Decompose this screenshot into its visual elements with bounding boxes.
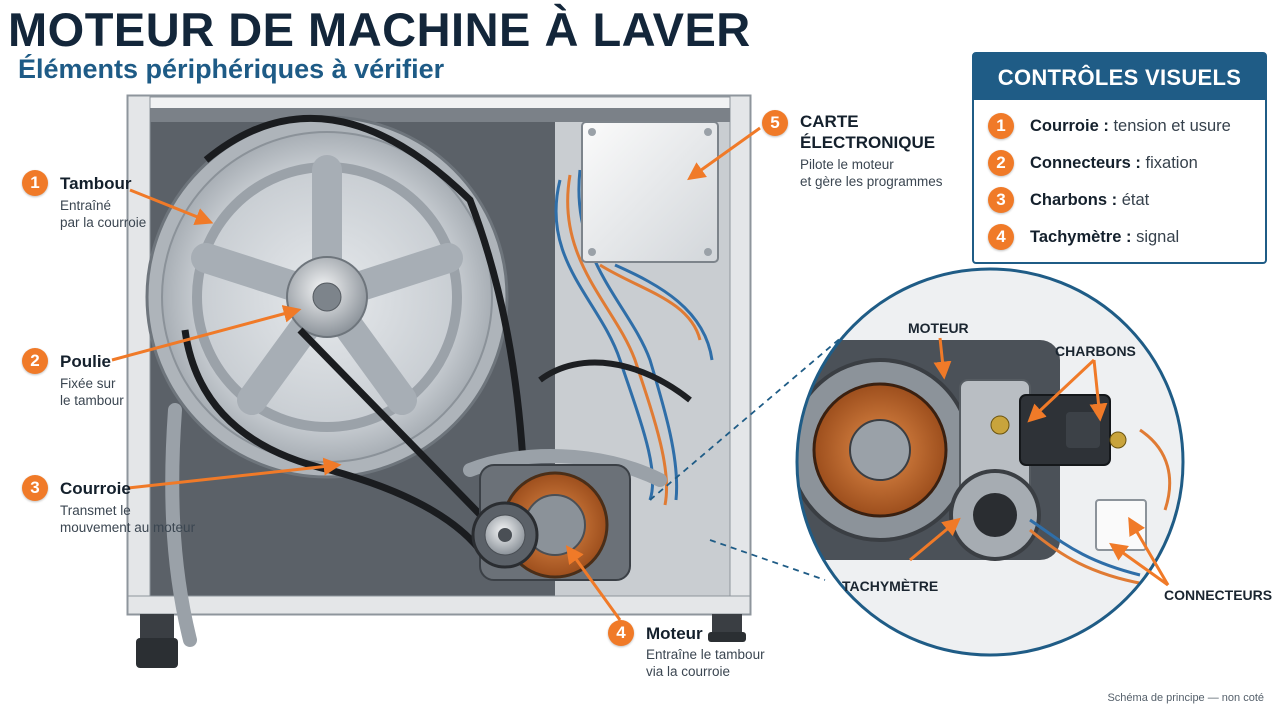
panel-row-value: tension et usure [1113, 116, 1231, 135]
callout-title-carte-2: ÉLECTRONIQUE [800, 133, 936, 152]
zoom-label-moteur: MOTEUR [908, 320, 969, 336]
zoom-connector [649, 329, 851, 581]
visual-checks-panel: CONTRÔLES VISUELS 1 Courroie : tension e… [972, 52, 1267, 264]
motor-closeup [797, 269, 1183, 655]
panel-badge-4: 4 [988, 224, 1014, 250]
drum [145, 115, 509, 479]
callout-badge-2: 2 [22, 348, 48, 374]
electronic-board [581, 121, 719, 263]
callout-desc-carte-1: Pilote le moteur [800, 157, 894, 172]
panel-row-key: Tachymètre : [1030, 227, 1132, 246]
panel-badge-3: 3 [988, 187, 1014, 213]
callout-title-courroie: Courroie [60, 479, 131, 498]
callout-badge-5: 5 [762, 110, 788, 136]
zoom-label-charbons: CHARBONS [1055, 343, 1136, 359]
callout-badge-3: 3 [22, 475, 48, 501]
panel-row-value: état [1121, 190, 1150, 209]
hoses [165, 403, 667, 647]
callout-badge-1: 1 [22, 170, 48, 196]
callout-title-moteur: Moteur [646, 624, 703, 643]
panel-heading: CONTRÔLES VISUELS [974, 54, 1265, 100]
callout-desc-moteur-2: via la courroie [646, 664, 731, 679]
panel-badge-2: 2 [988, 150, 1014, 176]
callout-title-carte-1: CARTE [800, 112, 859, 131]
zoom-label-connecteurs: CONNECTEURS [1164, 587, 1273, 603]
callout-title-tambour: Tambour [60, 174, 132, 193]
callout-desc-tambour-2: par la courroie [60, 215, 147, 230]
callout-desc-courroie-1: Transmet le [60, 503, 131, 518]
panel-row-key: Courroie : [1030, 116, 1109, 135]
panel-row-value: signal [1136, 227, 1180, 246]
panel-row-key: Charbons : [1030, 190, 1118, 209]
callout-title-poulie: Poulie [60, 352, 112, 371]
panel-badge-1: 1 [988, 113, 1014, 139]
callout-arrows [111, 126, 1170, 621]
page-title: MOTEUR DE MACHINE À LAVER [8, 3, 751, 56]
callout-desc-courroie-2: mouvement au moteur [60, 520, 196, 535]
page-subtitle: Éléments périphériques à vérifier [18, 54, 445, 84]
motor [471, 464, 631, 581]
callout-desc-poulie-1: Fixée sur [60, 376, 116, 391]
zoom-label-tachymetre: TACHYMÈTRE [842, 578, 939, 594]
panel-row: 4 Tachymètre : signal [988, 222, 1179, 252]
callout-desc-poulie-2: le tambour [60, 393, 124, 408]
panel-row: 3 Charbons : état [988, 185, 1149, 215]
callout-badge-4: 4 [608, 620, 634, 646]
panel-row-key: Connecteurs : [1030, 153, 1141, 172]
panel-row: 2 Connecteurs : fixation [988, 148, 1198, 178]
callout-desc-tambour-1: Entraîné [60, 198, 112, 213]
panel-row-value: fixation [1145, 153, 1198, 172]
footnote: Schéma de principe — non coté [1107, 692, 1264, 704]
panel-row: 1 Courroie : tension et usure [988, 111, 1231, 141]
zoom-circle [795, 267, 1185, 657]
callout-desc-moteur-1: Entraîne le tambour [646, 647, 765, 662]
callout-desc-carte-2: et gère les programmes [800, 174, 943, 189]
